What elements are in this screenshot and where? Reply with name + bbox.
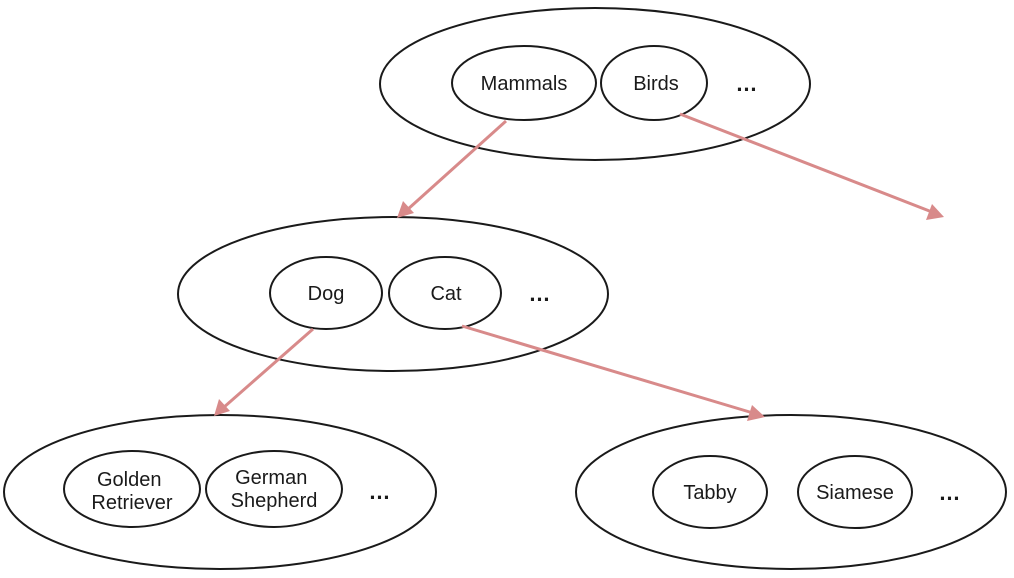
node-mammals-label: Mammals — [481, 73, 568, 95]
node-dog-label: Dog — [308, 283, 345, 305]
arrow-mammals-head — [397, 201, 414, 218]
node-golden-retriever-line1: Golden — [97, 469, 162, 491]
node-dog — [269, 256, 383, 330]
node-golden-retriever-line2: Retriever — [91, 492, 172, 514]
node-mammals — [451, 45, 597, 121]
node-cat-label: Cat — [430, 283, 462, 305]
node-siamese-label: Siamese — [816, 482, 894, 504]
node-german-shepherd-label: German Shepherd — [231, 467, 318, 512]
group-dogs: Golden Retriever German Shepherd … — [3, 414, 437, 570]
arrow-birds-to-group — [679, 112, 933, 214]
group-cats-outline — [575, 414, 1007, 570]
group-dogs-ellipsis: … — [369, 479, 392, 504]
node-birds — [600, 45, 708, 121]
node-german-shepherd-line1: German — [235, 467, 307, 489]
arrow-mammals-to-group — [405, 119, 508, 212]
arrow-dog-head — [214, 399, 230, 416]
arrows — [214, 112, 944, 421]
group-cats: Tabby Siamese … — [575, 414, 1007, 570]
node-birds-label: Birds — [633, 73, 679, 95]
node-golden-retriever — [63, 450, 201, 528]
arrow-cat-head — [747, 405, 765, 421]
group-top: Mammals Birds … — [379, 7, 811, 161]
group-mammals-ellipsis: … — [529, 281, 552, 306]
group-mammals: Dog Cat … — [177, 216, 609, 372]
group-top-ellipsis: … — [736, 71, 759, 96]
arrow-dog-to-group — [222, 327, 314, 410]
arrow-birds-head — [926, 204, 944, 220]
node-german-shepherd — [205, 450, 343, 528]
node-tabby-label: Tabby — [683, 482, 736, 504]
node-tabby — [652, 455, 768, 529]
node-golden-retriever-label: Golden Retriever — [91, 469, 172, 514]
arrow-cat-to-group — [461, 324, 754, 415]
node-german-shepherd-line2: Shepherd — [231, 490, 318, 512]
node-siamese — [797, 455, 913, 529]
node-cat — [388, 256, 502, 330]
group-cats-ellipsis: … — [939, 480, 962, 505]
